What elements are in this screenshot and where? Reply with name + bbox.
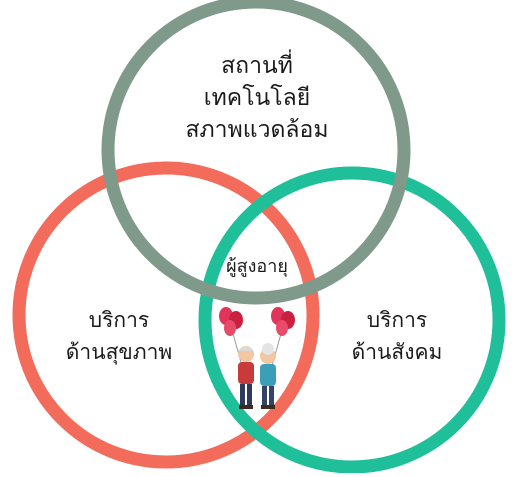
elderly-couple-icon xyxy=(219,307,295,409)
social-services-label: บริการ ด้านสังคม xyxy=(351,308,443,364)
social-circle xyxy=(198,166,506,474)
place-technology-environment-label: สถานที่ เทคโนโลยี สภาพแวดล้อม xyxy=(185,53,329,143)
health-circle xyxy=(12,161,320,469)
health-services-label: บริการ ด้านสุขภาพ xyxy=(65,308,173,364)
place-circle xyxy=(101,0,411,305)
elderly-label: ผู้สูงอายุ xyxy=(226,256,288,277)
